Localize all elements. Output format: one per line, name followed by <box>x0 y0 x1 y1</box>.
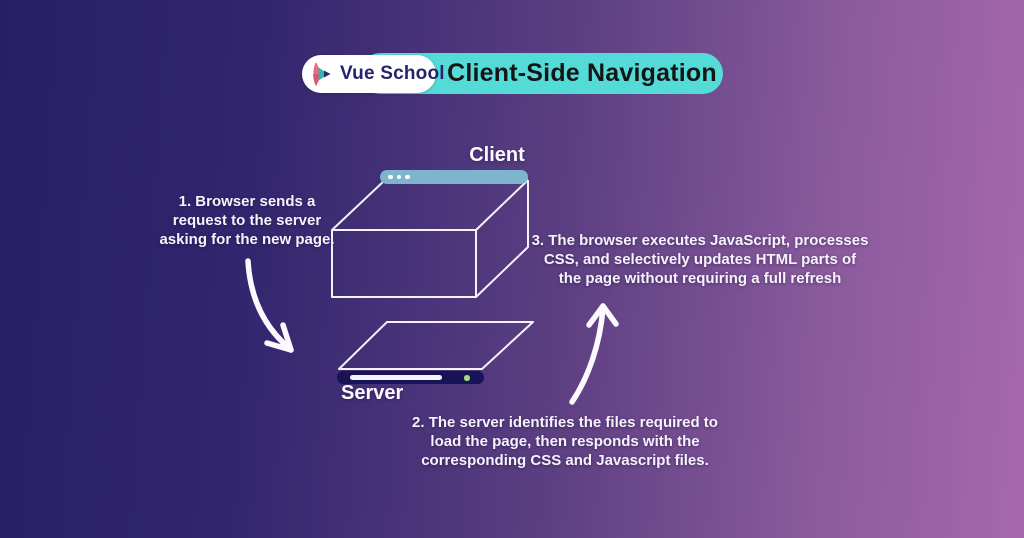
server-slab-shape <box>338 321 534 370</box>
step-1-line: asking for the new page. <box>159 231 335 248</box>
window-dot-icon <box>405 174 410 180</box>
page-title: Client-Side Navigation <box>447 59 717 87</box>
vue-school-logo-badge: Vue School <box>302 55 445 93</box>
browser-window-bar <box>380 170 528 184</box>
step-2-line: 2. The server identifies the files requi… <box>412 414 718 431</box>
step-3-line: CSS, and selectively updates HTML parts … <box>543 251 857 268</box>
server-node-label: Server <box>341 382 404 404</box>
step-1-line: 1. Browser sends a <box>178 193 316 210</box>
step-1-annotation: 1. Browser sends a request to the server… <box>137 192 357 249</box>
window-dot-icon <box>388 174 393 180</box>
window-dot-icon <box>396 174 401 180</box>
step-2-line: corresponding CSS and Javascript files. <box>421 452 709 469</box>
arrow-step1-to-server <box>245 258 294 353</box>
server-base-bar <box>337 371 484 384</box>
vue-school-logo-text: Vue School <box>340 63 445 84</box>
step-2-line: load the page, then responds with the <box>430 433 700 450</box>
step-1-line: request to the server <box>172 212 322 229</box>
step-3-line: 3. The browser executes JavaScript, proc… <box>531 232 869 249</box>
client-box-shape <box>331 179 529 298</box>
arrow-server-to-step3 <box>569 303 619 405</box>
client-node-label: Client <box>469 144 525 166</box>
step-2-annotation: 2. The server identifies the files requi… <box>398 413 732 470</box>
server-power-led <box>464 375 470 381</box>
vue-school-logo-icon <box>313 62 331 86</box>
step-3-line: the page without requiring a full refres… <box>558 270 842 287</box>
server-slot <box>350 374 442 380</box>
step-3-annotation: 3. The browser executes JavaScript, proc… <box>524 231 876 288</box>
